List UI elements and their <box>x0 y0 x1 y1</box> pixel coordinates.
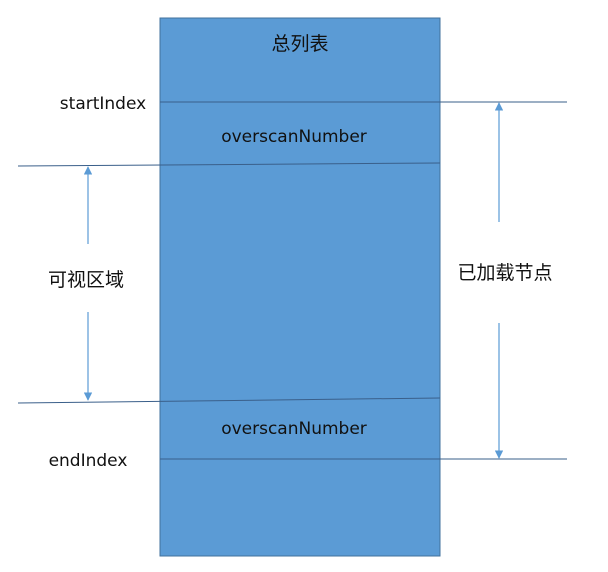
overscan-top-label: overscanNumber <box>221 127 367 147</box>
visible-region-label: 可视区域 <box>48 269 124 291</box>
end-index-label: endIndex <box>49 451 128 471</box>
total-list-box <box>159 17 441 557</box>
loaded-nodes-label: 已加载节点 <box>457 262 552 284</box>
overscan-bottom-label: overscanNumber <box>221 419 367 439</box>
start-index-label: startIndex <box>60 94 146 114</box>
visible-bottom-line <box>17 397 441 404</box>
list-title: 总列表 <box>271 33 328 55</box>
visible-top-line <box>17 162 441 167</box>
